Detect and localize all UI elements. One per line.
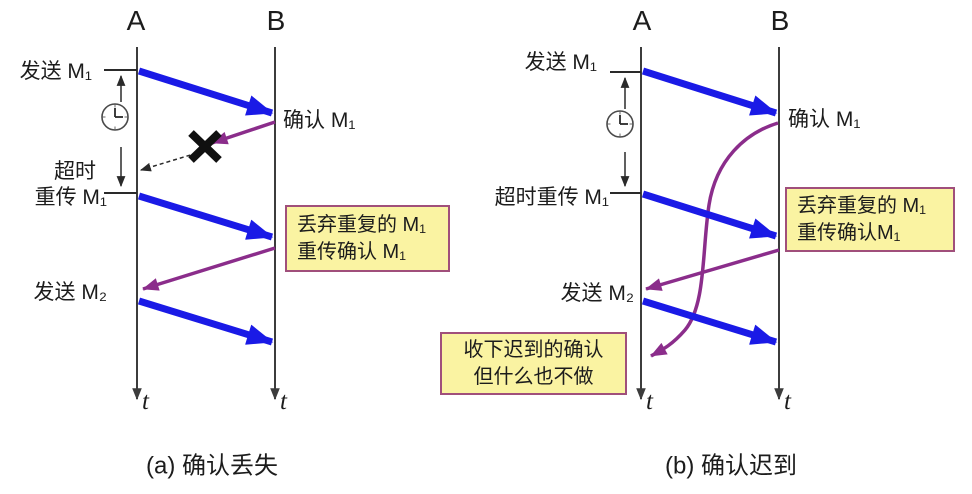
time-axis-t-label-host-b: t [784, 388, 791, 415]
message-m1-retransmit-arrow [641, 190, 778, 240]
ack-m1-retransmit-arrow [645, 248, 780, 291]
note-line-1: 丢弃重复的 M₁ [797, 194, 926, 217]
host-b-label: B [770, 5, 790, 36]
note-line-1: 收下迟到的确认 [463, 338, 604, 361]
note-line-1: 丢弃重复的 M₁ [297, 213, 426, 236]
note-line-2: 重传确认M₁ [797, 221, 901, 244]
host-b-label: B [266, 5, 286, 36]
ack-m1-label: 确认 M₁ [283, 109, 356, 132]
send-m2-label: 发送 M₂ [560, 282, 634, 305]
time-axis-t-label-host-a: t [646, 388, 653, 415]
message-m2-arrow [137, 297, 274, 346]
timeout-retransmit-m1-label: 超时重传 M₁ [494, 186, 609, 209]
ack-m1-lost-arrow [211, 120, 276, 145]
note-line-2: 但什么也不做 [473, 365, 594, 388]
cross-stroke-2 [188, 130, 222, 163]
clock-icon [606, 110, 634, 138]
clock-icon [101, 103, 129, 131]
send-m1-label: 发送 M₁ [524, 51, 597, 74]
caption-a: (a) 确认丢失 [146, 452, 278, 480]
timeout-label: 超时 [54, 160, 96, 183]
time-axis-t-label-host-a: t [142, 388, 149, 415]
ack-m1-delayed-curve-arrow [650, 121, 779, 358]
time-axis-t-label-host-b: t [280, 388, 287, 415]
retransmit-m1-label: 重传 M₁ [34, 186, 107, 209]
message-m1-arrow [137, 67, 274, 117]
diagram-b [606, 47, 784, 401]
ack-m1-retransmit-arrow [142, 246, 276, 291]
note-line-2: 重传确认 M₁ [297, 240, 406, 263]
host-a-label: A [632, 5, 652, 36]
caption-b: (b) 确认迟到 [665, 452, 797, 480]
host-a-label: A [126, 5, 146, 36]
note-discard-duplicate-b: 丢弃重复的 M₁ 重传确认M₁ [785, 187, 955, 252]
send-m2-label: 发送 M₂ [33, 281, 107, 304]
lost-ack-dashed-path-arrow [139, 152, 198, 172]
message-m1-retransmit-arrow [137, 192, 274, 241]
note-discard-duplicate-a: 丢弃重复的 M₁ 重传确认 M₁ [285, 205, 450, 272]
diagram-a [101, 47, 280, 401]
message-m2-arrow [641, 297, 778, 346]
ack-m1-label: 确认 M₁ [788, 108, 861, 131]
note-late-ack-ignored: 收下迟到的确认 但什么也不做 [440, 332, 627, 395]
cross-icon [188, 130, 222, 163]
message-m1-arrow [641, 67, 778, 117]
send-m1-label: 发送 M₁ [19, 60, 92, 83]
